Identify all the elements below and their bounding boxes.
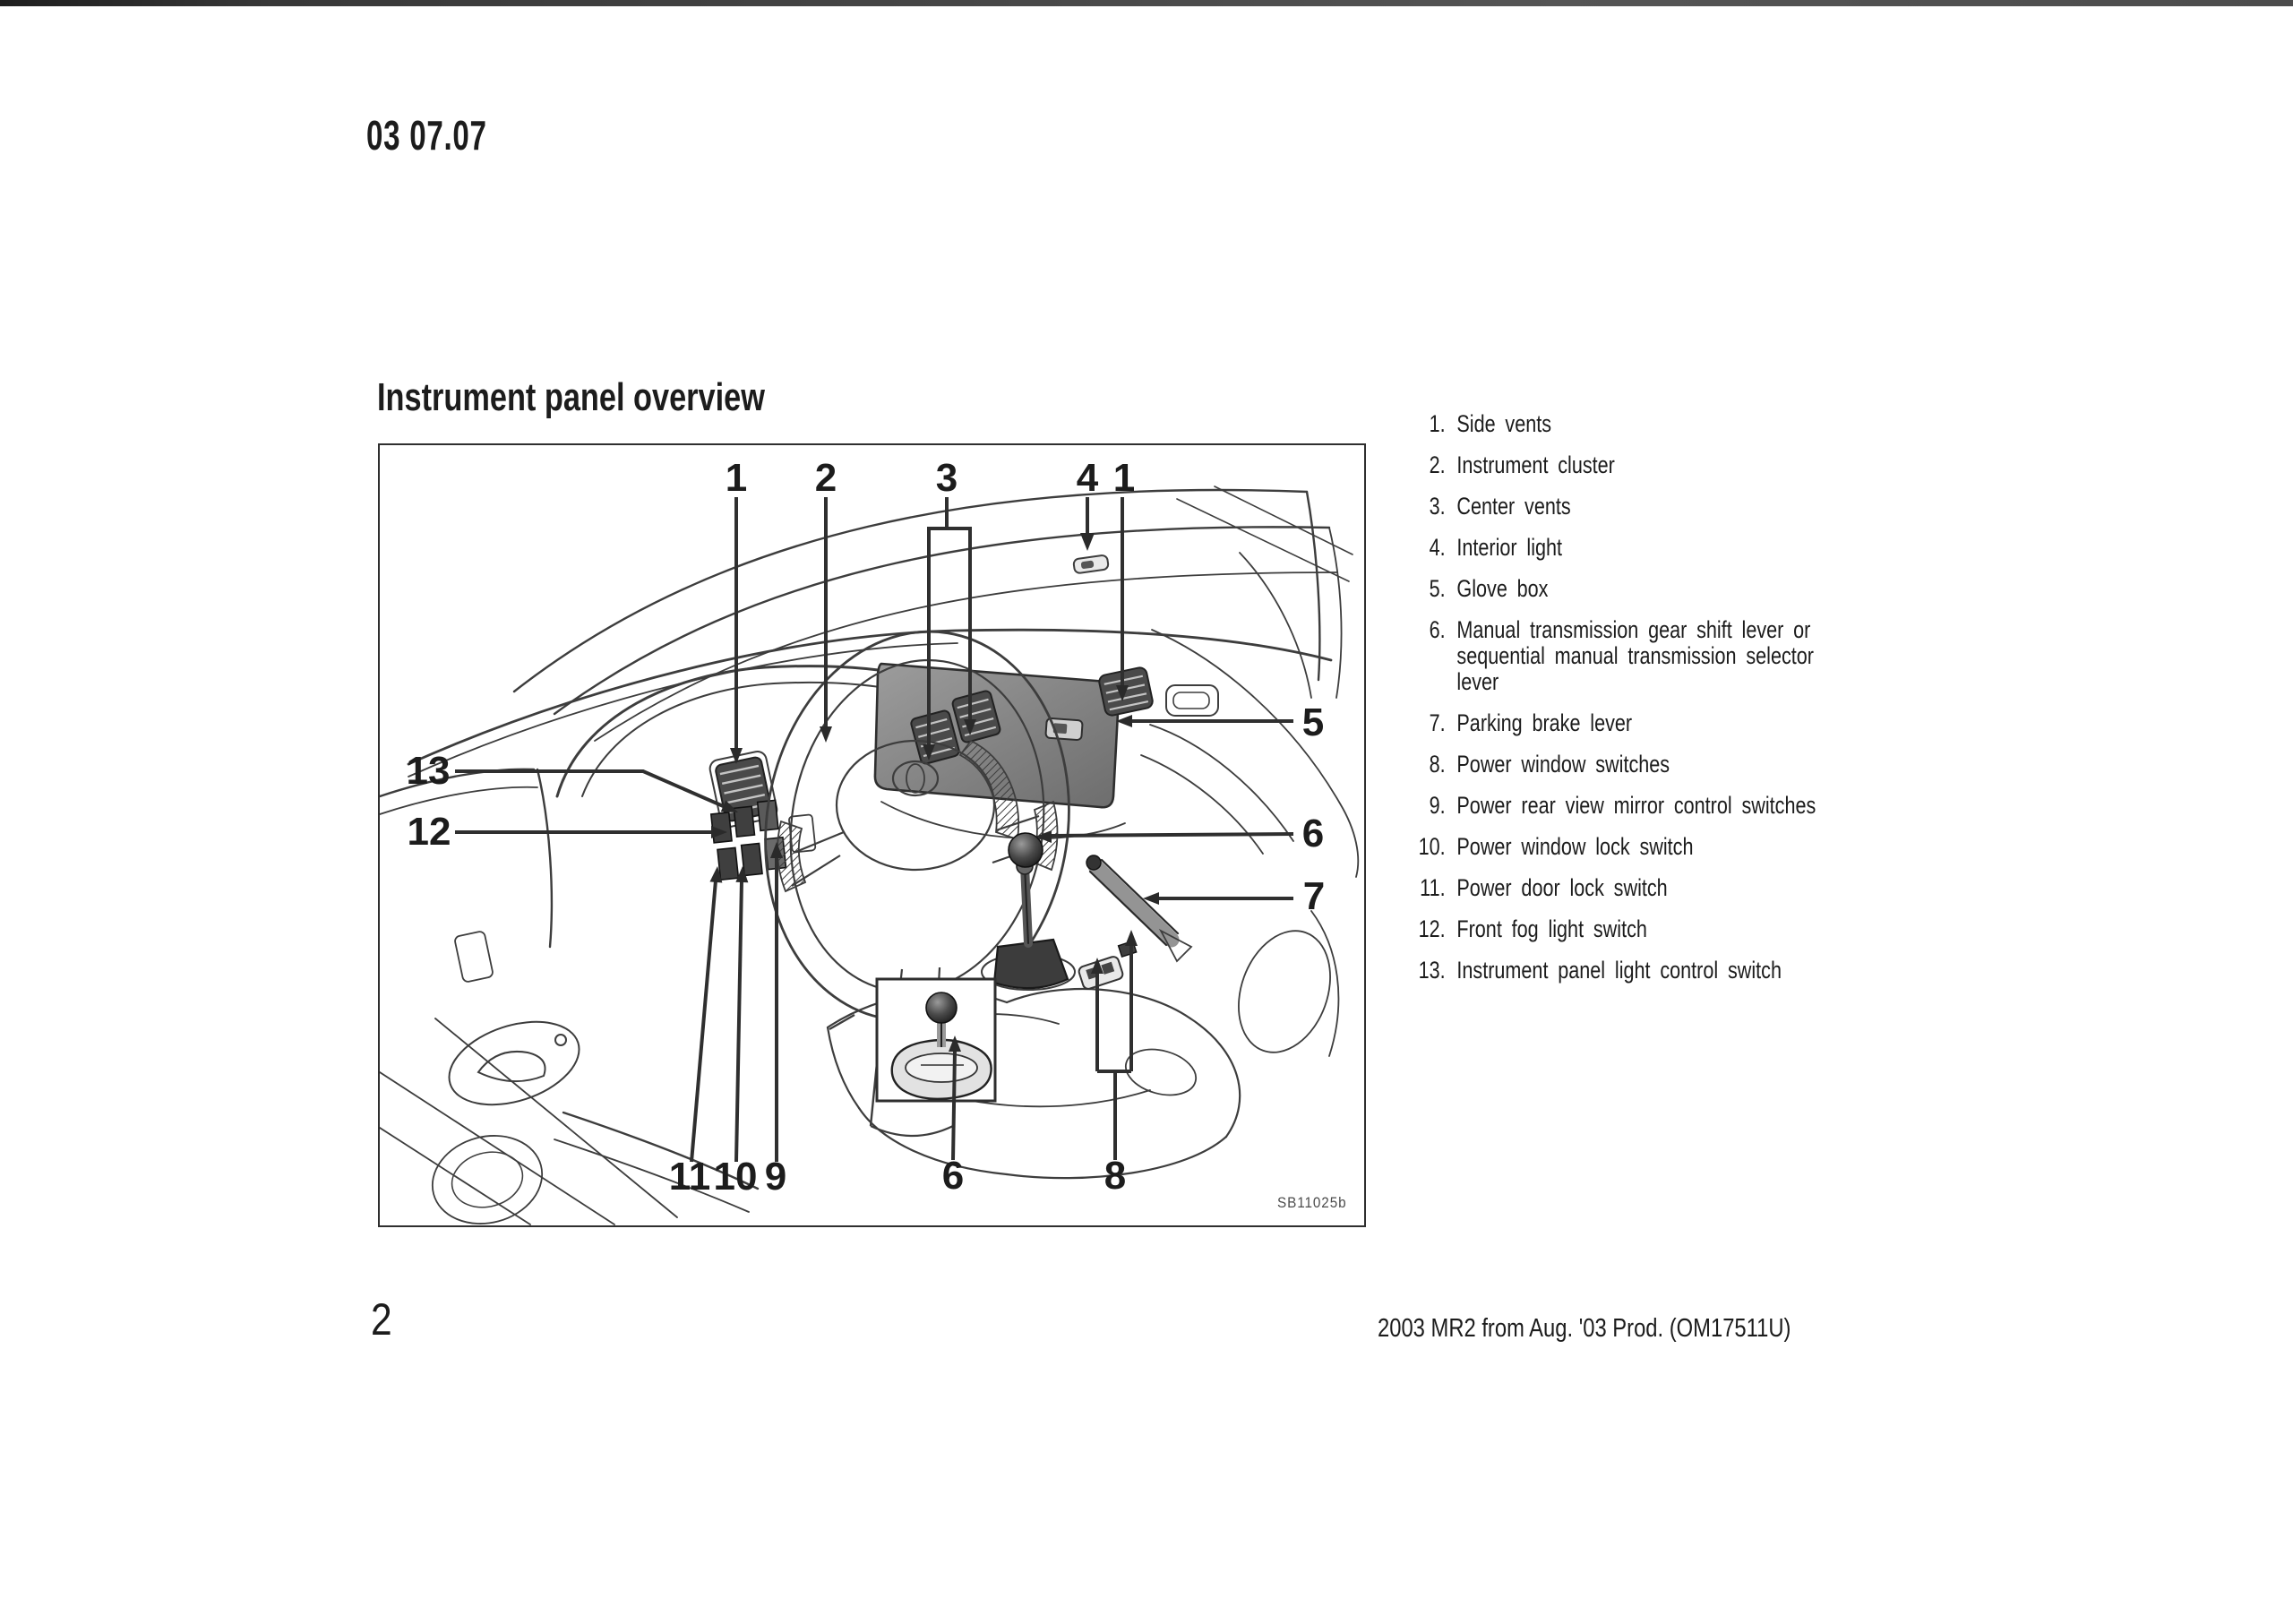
- page-number-text: 2: [371, 1294, 392, 1345]
- legend-item-text: Manual transmission gear shift lever or …: [1456, 616, 1814, 695]
- callout-left-13: 13: [406, 749, 451, 793]
- legend-item-number: 10.: [1418, 833, 1446, 860]
- callout-right-5: 5: [1301, 700, 1325, 744]
- legend-item-7: 7. Parking brake lever: [1408, 710, 1867, 736]
- page-number: 2: [371, 1293, 396, 1345]
- legend-item-number: 13.: [1418, 957, 1446, 984]
- car-body-linework: [380, 485, 1360, 1225]
- legend-item-12: 12. Front fog light switch: [1408, 916, 1867, 942]
- legend-item-text: Power window switches: [1456, 751, 1670, 778]
- legend-item-number: 7.: [1429, 709, 1446, 736]
- legend-item-3: 3. Center vents: [1408, 494, 1867, 520]
- legend-list: 1. Side vents 2. Instrument cluster 3. Cent…: [1408, 411, 1867, 999]
- legend-item-number: 8.: [1429, 751, 1446, 778]
- doc-code: 03 07.07: [366, 111, 534, 159]
- section-title: Instrument panel overview: [377, 375, 874, 420]
- legend-item-number: 11.: [1420, 874, 1446, 901]
- legend-item-number: 9.: [1429, 792, 1446, 819]
- callout-top-3: 3: [935, 456, 958, 500]
- legend-item-text: Power door lock switch: [1456, 874, 1668, 901]
- legend-item-2: 2. Instrument cluster: [1408, 452, 1867, 478]
- legend-item-number: 3.: [1429, 493, 1446, 520]
- callout-leader-lines: [455, 497, 1294, 1163]
- callout-top-4: 4: [1076, 456, 1099, 500]
- legend-item-9: 9. Power rear view mirror control switche…: [1408, 793, 1867, 819]
- legend-item-10: 10. Power window lock switch: [1408, 834, 1867, 860]
- legend-item-text: Side vents: [1456, 410, 1552, 437]
- center-vents: [910, 690, 1001, 765]
- callout-bottom-6: 6: [941, 1154, 965, 1198]
- legend-item-text: Center vents: [1456, 493, 1571, 520]
- callout-right-6: 6: [1301, 812, 1325, 855]
- legend-item-13: 13. Instrument panel light control switch: [1408, 958, 1867, 984]
- legend-item-8: 8. Power window switches: [1408, 752, 1867, 778]
- legend-item-text: Interior light: [1456, 534, 1563, 561]
- callout-bottom-8: 8: [1104, 1154, 1127, 1198]
- legend-item-number: 2.: [1429, 451, 1446, 478]
- callout-arrowheads: [709, 533, 1159, 1052]
- section-title-text: Instrument panel overview: [377, 375, 765, 419]
- legend-items: 1. Side vents 2. Instrument cluster 3. Cent…: [1408, 411, 1867, 984]
- legend-item-number: 5.: [1429, 575, 1446, 602]
- legend-item-1: 1. Side vents: [1408, 411, 1867, 437]
- legend-item-text: Front fog light switch: [1456, 915, 1647, 942]
- legend-item-text: Instrument cluster: [1456, 451, 1615, 478]
- instrument-panel-illustration: [380, 485, 1360, 1225]
- legend-item-number: 1.: [1429, 410, 1446, 437]
- callout-top-1: 1: [725, 456, 748, 500]
- legend-item-text: Power rear view mirror control switches: [1456, 792, 1816, 819]
- scan-artifact-top-bar: [0, 0, 2293, 6]
- legend-item-6: 6. Manual transmission gear shift lever o…: [1408, 617, 1867, 695]
- legend-item-text: Parking brake lever: [1456, 709, 1633, 736]
- callout-left-12: 12: [407, 810, 451, 854]
- callout-right-7: 7: [1302, 874, 1326, 918]
- callout-bottom-11: 11: [668, 1155, 711, 1199]
- callout-bottom-10: 10: [713, 1155, 758, 1199]
- callout-top-1b: 1: [1112, 456, 1136, 500]
- shift-knob-inset: [875, 977, 997, 1103]
- footer-text: 2003 MR2 from Aug. '03 Prod. (OM17511U): [1378, 1314, 1791, 1343]
- legend-item-5: 5. Glove box: [1408, 576, 1867, 602]
- callout-bottom-9: 9: [764, 1155, 787, 1199]
- legend-item-text: Glove box: [1456, 575, 1549, 602]
- footer-model-line: 2003 MR2 from Aug. '03 Prod. (OM17511U): [1378, 1314, 1882, 1344]
- legend-item-text: Power window lock switch: [1456, 833, 1694, 860]
- center-console: [826, 832, 1241, 1180]
- instrument-panel-figure: 1 2 3 4 1 13 12 5 6 7 11 10 9 6 8 SB1102…: [378, 443, 1366, 1227]
- legend-item-number: 12.: [1418, 915, 1446, 942]
- legend-item-number: 4.: [1429, 534, 1446, 561]
- figure-code: SB11025b: [1277, 1194, 1347, 1211]
- legend-item-number: 6.: [1429, 616, 1446, 643]
- legend-item-text: Instrument panel light control switch: [1456, 957, 1782, 984]
- legend-item-11: 11. Power door lock switch: [1408, 875, 1867, 901]
- legend-item-4: 4. Interior light: [1408, 535, 1867, 561]
- doc-code-text: 03 07.07: [366, 112, 487, 159]
- callout-top-2: 2: [814, 456, 837, 500]
